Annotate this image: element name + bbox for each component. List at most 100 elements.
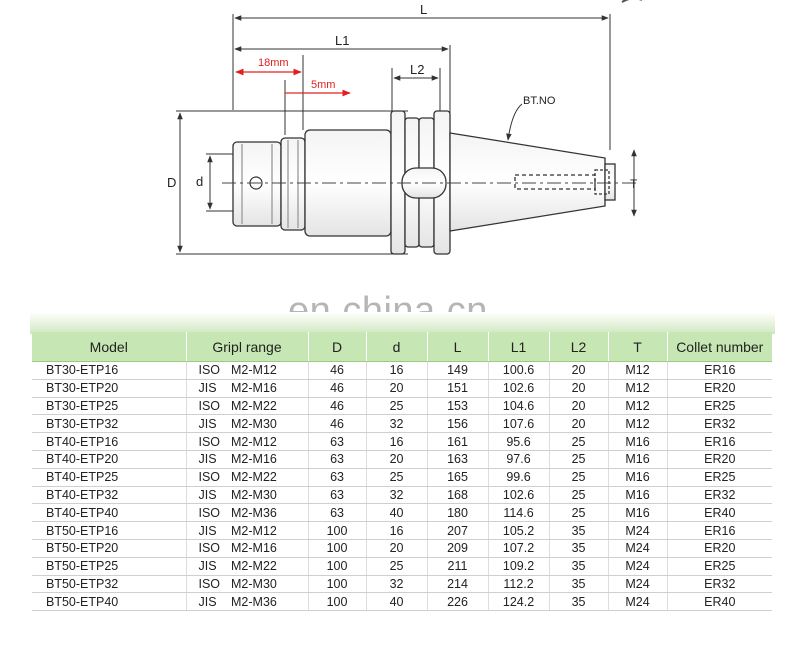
cell-L2: 25 [549, 486, 609, 505]
cell-grip-range: M2-M30 [231, 575, 309, 594]
cell-model: BT30-ETP20 [32, 379, 187, 398]
cell-d: 16 [366, 521, 428, 540]
cell-L: 149 [427, 361, 489, 380]
cell-T: M24 [608, 521, 668, 540]
cell-D: 63 [308, 503, 367, 523]
dim-L-label: L [420, 2, 427, 17]
cell-grade: JIS [186, 486, 231, 505]
cell-d: 25 [366, 397, 428, 416]
cell-L: 161 [427, 432, 489, 451]
cell-grade: ISO [186, 539, 231, 558]
cell-d: 20 [366, 450, 428, 469]
cell-grade: ISO [186, 575, 231, 594]
cell-L: 165 [427, 468, 489, 487]
cell-d: 32 [366, 414, 428, 434]
cell-collet-number: ER40 [667, 592, 773, 612]
cell-d: 16 [366, 361, 428, 380]
cell-L1: 104.6 [488, 397, 550, 416]
cell-D: 100 [308, 521, 367, 540]
cell-T: M24 [608, 592, 668, 612]
dimension-5mm: 5mm [284, 79, 351, 135]
cell-L2: 35 [549, 539, 609, 558]
cell-grip-range: M2-M30 [231, 414, 309, 434]
header-L1: L1 [488, 332, 550, 362]
cell-D: 100 [308, 539, 367, 558]
cell-model: BT40-ETP25 [32, 468, 187, 487]
header-model: Model [32, 332, 187, 362]
cell-T: M12 [608, 379, 668, 398]
cell-L1: 99.6 [488, 468, 550, 487]
cell-grade: JIS [186, 592, 231, 612]
cell-grip-range: M2-M22 [231, 468, 309, 487]
cell-grip-range: M2-M16 [231, 379, 309, 398]
cell-grade: JIS [186, 414, 231, 434]
cell-L: 207 [427, 521, 489, 540]
cell-model: BT50-ETP32 [32, 575, 187, 594]
table-header-row: Model Gripl range D d L L1 L2 T Collet n… [32, 332, 773, 362]
dim-T-label: T [630, 177, 638, 191]
table-header-band [30, 312, 775, 334]
cell-L1: 105.2 [488, 521, 550, 540]
cell-model: BT40-ETP20 [32, 450, 187, 469]
cell-model: BT50-ETP20 [32, 539, 187, 558]
cell-D: 100 [308, 557, 367, 576]
cell-L1: 97.6 [488, 450, 550, 469]
cell-L2: 25 [549, 503, 609, 523]
cell-collet-number: ER25 [667, 468, 773, 487]
cell-L: 156 [427, 414, 489, 434]
cell-L2: 25 [549, 468, 609, 487]
cell-grip-range: M2-M16 [231, 539, 309, 558]
cell-D: 46 [308, 361, 367, 380]
cell-L2: 25 [549, 450, 609, 469]
dim-18mm-label: 18mm [258, 57, 289, 69]
cell-T: M16 [608, 432, 668, 451]
cell-grade: ISO [186, 503, 231, 523]
cell-grip-range: M2-M12 [231, 361, 309, 380]
cell-collet-number: ER32 [667, 486, 773, 505]
cell-L2: 35 [549, 557, 609, 576]
cell-grade: ISO [186, 361, 231, 380]
cell-d: 20 [366, 379, 428, 398]
cell-L1: 100.6 [488, 361, 550, 380]
cell-grade: JIS [186, 450, 231, 469]
dim-L1-label: L1 [335, 33, 349, 48]
header-L2: L2 [549, 332, 609, 362]
cell-T: M16 [608, 486, 668, 505]
cell-D: 46 [308, 379, 367, 398]
header-T: T [608, 332, 668, 362]
cell-grade: ISO [186, 432, 231, 451]
cell-L2: 35 [549, 592, 609, 612]
cell-model: BT40-ETP32 [32, 486, 187, 505]
cell-d: 32 [366, 575, 428, 594]
cell-L1: 114.6 [488, 503, 550, 523]
cell-T: M24 [608, 575, 668, 594]
cell-collet-number: ER20 [667, 379, 773, 398]
cell-D: 46 [308, 414, 367, 434]
cell-L1: 124.2 [488, 592, 550, 612]
cell-D: 63 [308, 468, 367, 487]
cell-grip-range: M2-M36 [231, 592, 309, 612]
cell-grade: JIS [186, 521, 231, 540]
cell-grip-range: M2-M22 [231, 397, 309, 416]
dim-5mm-label: 5mm [311, 79, 335, 91]
cell-collet-number: ER20 [667, 539, 773, 558]
cell-d: 20 [366, 539, 428, 558]
cell-D: 100 [308, 592, 367, 612]
dim-L2-label: L2 [410, 62, 424, 77]
dim-D-label: D [167, 175, 176, 190]
cell-L1: 109.2 [488, 557, 550, 576]
cell-L: 180 [427, 503, 489, 523]
cell-collet-number: ER25 [667, 397, 773, 416]
cell-T: M12 [608, 361, 668, 380]
cell-L: 151 [427, 379, 489, 398]
cell-grip-range: M2-M36 [231, 503, 309, 523]
